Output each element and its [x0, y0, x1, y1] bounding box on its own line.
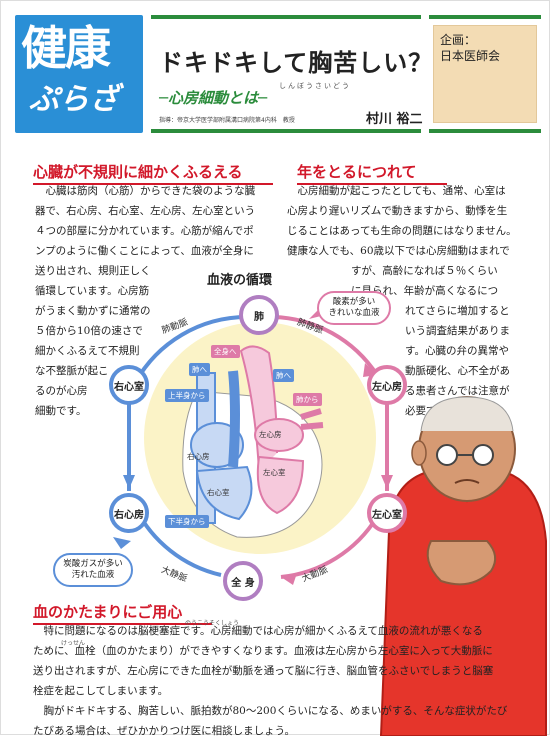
node-whole-body: 全 身 — [223, 561, 263, 601]
section1-line: な不整脈が起こ — [35, 365, 109, 377]
section1-line: 循環しています。心房筋 — [35, 285, 150, 297]
section2-line: 心房より遅いリズムで動きますから、動悸を生 — [287, 205, 508, 217]
section3-ruby-2: けっせん — [61, 640, 86, 647]
section2-line: れてさらに増加すると — [405, 305, 510, 317]
diagram-title: 血液の循環 — [207, 273, 273, 288]
bubble-co2-text: 炭酸ガスが多い汚れた血液 — [63, 559, 123, 581]
section3-line: 栓症を起こしてしまいます。 — [33, 685, 169, 697]
plan-label: 企画： — [440, 33, 477, 47]
pulmonary-artery-arc — [133, 315, 248, 384]
pulmonary-vein-shape — [300, 422, 324, 430]
man-hand — [426, 540, 497, 586]
section1-line: 送り出され、規則正しく — [35, 265, 151, 277]
section1-line: るのが心房 — [35, 385, 88, 397]
section1-line: ５倍から10倍の速さで — [35, 325, 143, 337]
page-subtitle: ─心房細動とは─ — [159, 89, 268, 107]
section1-line: 心臓は筋肉（心筋）からできた袋のような臓 — [35, 185, 256, 197]
pulmonary-vein-shape — [300, 408, 322, 420]
heart-label-to-lung-left: 肺へ — [189, 363, 210, 376]
node-lung: 肺 — [239, 295, 279, 335]
section3-line: たびある場合は、ぜひかかりつけ医に相談しましょう。 — [33, 725, 295, 737]
section2-line: す。心臓の弁の異常や — [405, 345, 509, 357]
section1-line: がうまく動かずに通常の — [35, 305, 151, 317]
left-atrium-shape — [254, 418, 304, 452]
section2-line: いう調査結果がありま — [405, 325, 510, 337]
section3-ruby-1: のうこうそくしょう — [185, 620, 240, 627]
heart-label-from-lung: 肺から — [293, 393, 322, 406]
pulmonary-artery-shape — [228, 370, 240, 468]
section2-line: 健康な人でも、60歳以下では心房細動はまれで — [287, 245, 510, 257]
bubble-co2: 炭酸ガスが多い汚れた血液 — [53, 553, 133, 587]
bubble-oxygen-text: 酸素が多いきれいな血液 — [328, 297, 380, 319]
section1-line: 細かくふるえて不規則 — [35, 345, 140, 357]
section1-heading: 心臓が不規則に細かくふるえる — [33, 163, 273, 185]
logo-sub-text: ぷらざ — [29, 82, 119, 117]
section3-line: 特に問題になるのは脳梗塞症です。心房細動では心房が細かくふるえて血液の流れが悪く… — [33, 625, 483, 637]
title-ruby: しんぼうさいどう — [279, 82, 351, 90]
man-glasses-left — [436, 444, 458, 466]
right-ventricle-shape — [195, 465, 253, 521]
node-right-atrium: 右心房 — [109, 493, 149, 533]
credit-text: 指導：帝京大学医学部附属溝口病院第4内科 教授 — [159, 117, 295, 124]
man-mouth — [454, 479, 480, 484]
author-name: 村川 裕二 — [366, 112, 423, 127]
heart-label-to-body: 全身へ — [211, 345, 240, 358]
heart-label-to-lung-right: 肺へ — [273, 369, 294, 382]
heart-label-ra: 右心房 — [187, 452, 210, 461]
section3-line: 胸がドキドキする、胸苦しい、脈拍数が80～200くらいになる、めまいがする、そん… — [33, 705, 508, 717]
logo-main-text: 健康 — [21, 21, 111, 75]
heart-label-from-lower: 下半身から — [165, 515, 209, 528]
heart-illustration — [182, 345, 324, 538]
arrowhead — [281, 573, 297, 585]
node-left-ventricle: 左心室 — [367, 493, 407, 533]
heart-label-from-upper: 上半身から — [165, 389, 209, 402]
arrowhead — [123, 475, 135, 489]
page-title: ドキドキして胸苦しい？ — [159, 48, 434, 77]
heart-label-lv: 左心室 — [263, 468, 286, 477]
man-ear — [411, 440, 427, 466]
bubble-tail — [113, 537, 131, 549]
section3-heading: 血のかたまりにご用心 — [33, 603, 213, 625]
title-box: ドキドキして胸苦しい？ しんぼうさいどう ─心房細動とは─ 指導：帝京大学医学部… — [151, 15, 432, 133]
section2-line: に見られ、年齢が高くなるにつ — [351, 285, 499, 297]
section1-line: 細動です。 — [35, 405, 87, 417]
plan-box: 企画： 日本医師会 — [429, 15, 541, 133]
node-left-atrium: 左心房 — [367, 365, 407, 405]
section2-line: すが、高齢になれば５％くらい — [351, 265, 498, 277]
section2-heading: 年をとるにつれて — [297, 163, 447, 185]
section1-line: ンプのように働くことによって、血液が全身に — [35, 245, 254, 257]
heart-label-la: 左心房 — [259, 430, 282, 439]
man-glasses-right — [472, 444, 494, 466]
pulmonary-vein-arc — [272, 315, 379, 377]
section3-line: ために、血栓（血のかたまり）ができやすくなります。血液は左心房から左心室に入って… — [33, 645, 493, 657]
section2-line: 心房細動が起こったとしても、通常、心室は — [287, 185, 506, 197]
elderly-man-illustration — [379, 396, 547, 736]
left-ventricle-shape — [256, 455, 305, 515]
plan-inner: 企画： 日本医師会 — [433, 25, 537, 123]
section1-line: ４つの部屋に分かれています。心筋が縮んでポ — [35, 225, 254, 237]
section2-line: る患者さんでは注意が — [405, 385, 510, 397]
bubble-oxygen: 酸素が多いきれいな血液 — [317, 291, 391, 325]
section2-line: じることはあっても生命の問題にはなりません。 — [287, 225, 517, 237]
logo: 健康 ぷらざ — [15, 15, 143, 133]
section1-line: 器で、右心房、右心室、左心房、左心室という — [35, 205, 256, 217]
arrowhead — [381, 475, 393, 489]
plan-org: 日本医師会 — [440, 49, 501, 64]
section2-line: 動脈硬化、心不全があ — [405, 365, 510, 377]
heart-label-rv: 右心室 — [207, 488, 230, 497]
man-hair — [420, 396, 514, 432]
section3-line: 送り出されますが、左心房にできた血栓が動脈を通って脳に行き、脳血管をふさいでしま… — [33, 665, 494, 677]
node-right-ventricle: 右心室 — [109, 365, 149, 405]
